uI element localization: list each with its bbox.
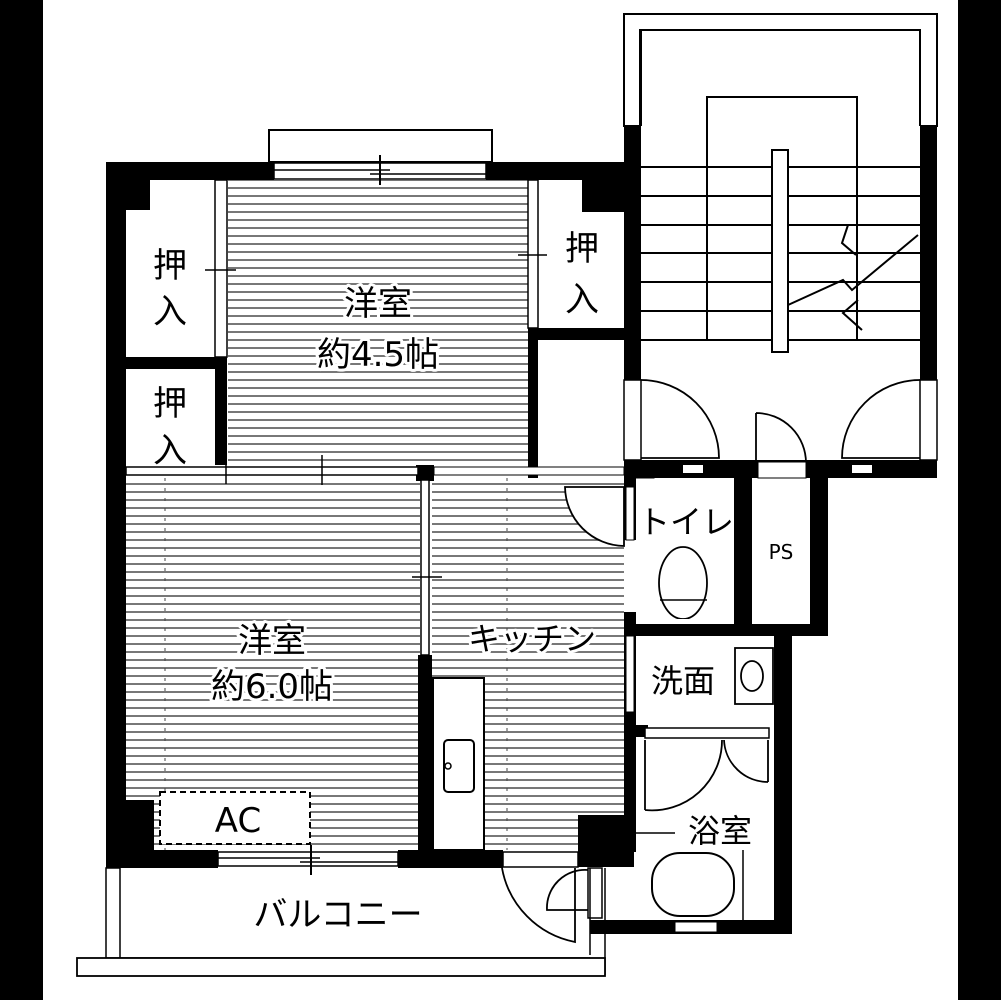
closet-3-label-2: 入 (565, 280, 599, 320)
toilet-label: トイレ (638, 503, 734, 541)
kitchen-sink (443, 739, 475, 793)
balcony (76, 867, 606, 977)
closet-2-label-1: 押 (153, 384, 187, 424)
western-room-2-size: 約6.0帖 (211, 667, 333, 707)
bathroom-label: 浴室 (688, 812, 752, 850)
western-room-1-name: 洋室 (344, 284, 412, 324)
closet-3-label-1: 押 (565, 229, 599, 269)
closet-1-label-2: 入 (153, 292, 187, 332)
air-conditioner (159, 791, 311, 845)
entrance-door-swing (501, 867, 576, 944)
closet-1-label-1: 押 (153, 246, 187, 286)
floor-western-room-2 (125, 478, 420, 850)
washroom-label: 洗面 (651, 662, 715, 700)
pipe-space-label: PS (769, 540, 794, 564)
bath-door-swing (644, 739, 723, 812)
balcony-label: バルコニー (253, 895, 422, 935)
bathtub (651, 852, 735, 917)
closet-2-label-2: 入 (153, 431, 187, 471)
floor-western-room-1 (228, 180, 528, 465)
closet-2 (126, 369, 215, 465)
western-room-1-size: 約4.5帖 (317, 335, 439, 375)
stairwell (623, 13, 938, 479)
air-conditioner-label: AC (215, 801, 261, 841)
western-room-2-name: 洋室 (238, 621, 306, 661)
toilet-fixture (658, 546, 708, 620)
door-swing-toilet (564, 486, 625, 547)
kitchen-label: キッチン (468, 620, 596, 658)
